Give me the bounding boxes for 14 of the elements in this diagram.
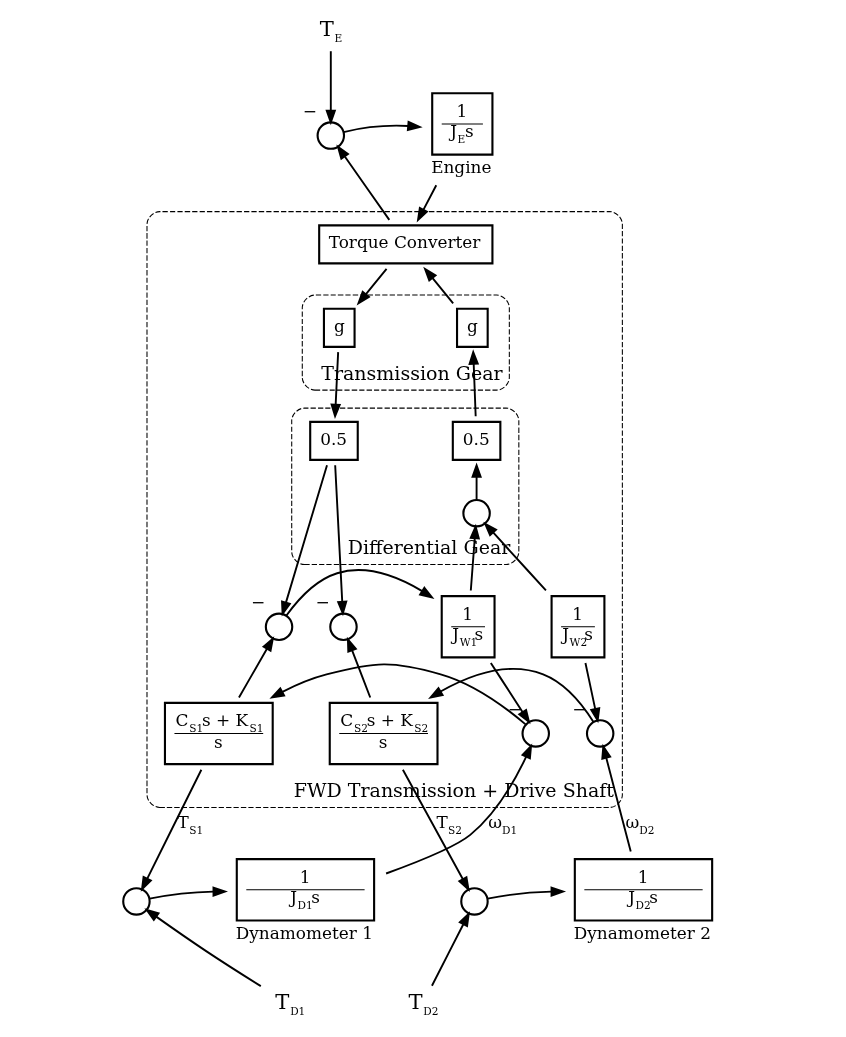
- node-label: Dynamometer 2: [573, 923, 711, 944]
- node-label: −: [314, 592, 330, 613]
- edge-label: T$_{S2}$: [435, 812, 462, 837]
- node-text: T$_{E}$: [319, 16, 342, 45]
- edge-label: T$_{S1}$: [177, 812, 203, 837]
- node-text: T$_{D1}$: [274, 989, 305, 1018]
- node-label: −: [302, 100, 317, 121]
- node-label: −: [250, 592, 265, 613]
- node-label: Engine: [430, 157, 491, 178]
- node-label: −: [507, 698, 522, 719]
- node-label: Dynamometer 1: [235, 923, 373, 944]
- edge-label: ω$_{D1}$: [487, 812, 517, 837]
- node-text: T$_{D2}$: [407, 989, 438, 1018]
- edge-label: ω$_{D2}$: [625, 812, 654, 837]
